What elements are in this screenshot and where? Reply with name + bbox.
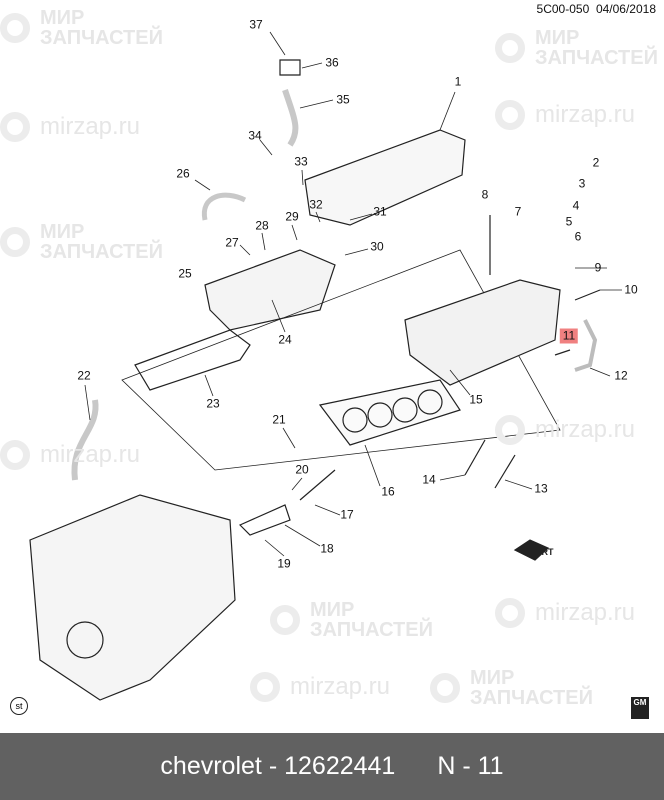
callout-17[interactable]: 17 (340, 507, 354, 522)
pin-icon (495, 598, 525, 628)
callout-12[interactable]: 12 (614, 368, 628, 383)
callout-33[interactable]: 33 (294, 154, 308, 169)
callout-28[interactable]: 28 (255, 218, 269, 233)
watermark: mirzap.ru (250, 672, 390, 702)
callout-26[interactable]: 26 (176, 166, 190, 181)
callout-37[interactable]: 37 (249, 17, 263, 32)
callout-23[interactable]: 23 (206, 396, 220, 411)
pin-icon (0, 440, 30, 470)
callout-30[interactable]: 30 (370, 239, 384, 254)
callout-29[interactable]: 29 (285, 209, 299, 224)
diagram-drawing: FRT (29, 31, 622, 701)
watermark: mirzap.ru (0, 112, 140, 142)
part-number: 12622441 (284, 752, 396, 780)
callout-15[interactable]: 15 (469, 392, 483, 407)
callout-3[interactable]: 3 (578, 176, 586, 191)
position-label: N - 11 (437, 752, 504, 780)
callout-5[interactable]: 5 (565, 214, 573, 229)
pin-icon (250, 672, 280, 702)
callout-31[interactable]: 31 (373, 204, 387, 219)
engine-block-part (29, 494, 236, 701)
manifold-part (204, 249, 336, 331)
pin-icon (495, 100, 525, 130)
callout-20[interactable]: 20 (295, 462, 309, 477)
gm-logo: GM (631, 697, 649, 719)
callout-11[interactable]: 11 (559, 328, 579, 344)
head-gasket-part (318, 379, 461, 446)
watermark: mirzap.ru (0, 440, 140, 470)
pin-icon (0, 112, 30, 142)
callout-2[interactable]: 2 (592, 155, 600, 170)
callout-16[interactable]: 16 (381, 484, 395, 499)
watermark: mirzap.ru (495, 100, 635, 130)
callout-27[interactable]: 27 (225, 235, 239, 250)
callout-35[interactable]: 35 (336, 92, 350, 107)
callout-25[interactable]: 25 (178, 266, 192, 281)
brand-name: chevrolet (160, 752, 262, 780)
pin-icon (270, 605, 300, 635)
pin-icon (0, 227, 30, 257)
callout-34[interactable]: 34 (248, 128, 262, 143)
callout-6[interactable]: 6 (574, 229, 582, 244)
callout-19[interactable]: 19 (277, 556, 291, 571)
st-badge: st (10, 697, 28, 715)
gasket-part (134, 329, 251, 391)
callout-7[interactable]: 7 (514, 204, 522, 219)
cylinder-head-part (404, 279, 561, 386)
callout-1[interactable]: 1 (454, 74, 462, 89)
callout-8[interactable]: 8 (481, 187, 489, 202)
diagram-date: 04/06/2018 (595, 2, 656, 16)
callout-13[interactable]: 13 (534, 481, 548, 496)
callout-32[interactable]: 32 (309, 197, 323, 212)
part-title: chevrolet - 12622441 (160, 752, 395, 781)
pin-icon (495, 33, 525, 63)
callout-36[interactable]: 36 (325, 55, 339, 70)
callout-18[interactable]: 18 (320, 541, 334, 556)
callout-21[interactable]: 21 (272, 412, 286, 427)
footer-bar: chevrolet - 12622441 N - 11 (0, 733, 664, 800)
watermark: mirzap.ru (495, 415, 635, 445)
callout-10[interactable]: 10 (624, 282, 638, 297)
callout-14[interactable]: 14 (422, 472, 436, 487)
diagram-header: 5C00-050 04/06/2018 (537, 2, 656, 16)
pin-icon (0, 13, 30, 43)
pin-icon (430, 673, 460, 703)
callout-4[interactable]: 4 (572, 198, 580, 213)
pin-icon (495, 415, 525, 445)
callout-24[interactable]: 24 (278, 332, 292, 347)
diagram-code: 5C00-050 (536, 2, 590, 16)
callout-9[interactable]: 9 (594, 260, 602, 275)
separator: - (268, 752, 278, 780)
front-arrow-label: FRT (536, 547, 554, 557)
watermark: mirzap.ru (495, 598, 635, 628)
callout-22[interactable]: 22 (77, 368, 91, 383)
